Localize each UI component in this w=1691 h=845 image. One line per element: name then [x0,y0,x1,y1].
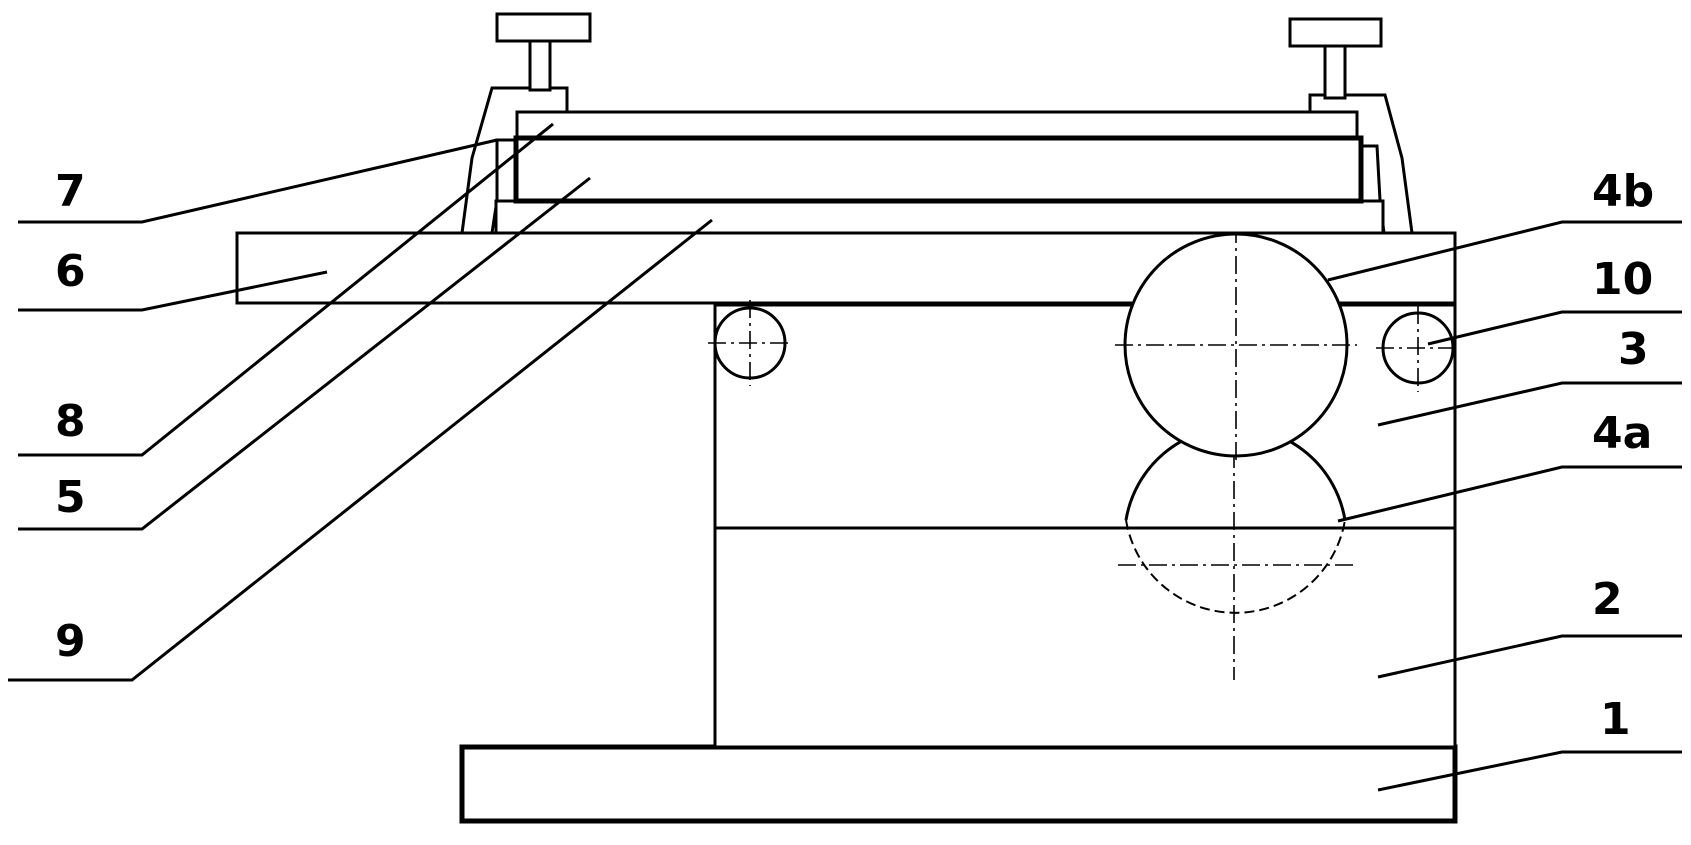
label-4b: 4b [1592,166,1654,217]
label-3: 3 [1618,324,1649,375]
label-10: 10 [1592,254,1653,305]
label-1: 1 [1600,694,1631,745]
clamp-screw-right [1288,17,1383,100]
base-plate [459,744,1458,824]
label-4a: 4a [1592,408,1652,459]
lower-block [713,526,1457,749]
label-6: 6 [55,246,86,297]
clamp-screw-left [495,12,592,92]
guide-roller-right [1376,306,1460,392]
label-2: 2 [1592,574,1623,625]
label-9: 9 [55,616,86,667]
guide-roller-left [708,300,792,386]
lower-pad [494,199,1385,235]
label-5: 5 [55,472,86,523]
label-8: 8 [55,396,86,447]
label-7: 7 [55,166,86,217]
leader-lines [8,122,1682,792]
workpiece-plate [513,135,1364,204]
upper-pad [515,110,1359,140]
